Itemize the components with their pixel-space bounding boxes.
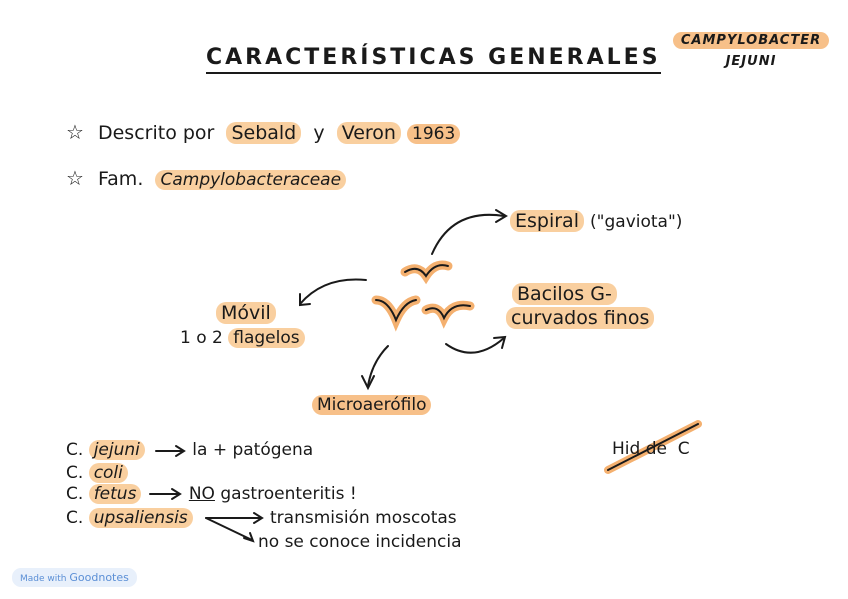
hid-strike: de (646, 439, 667, 459)
flagelos-label: 1 o 2 flagelos (180, 328, 305, 348)
species-note: la + patógena (192, 440, 313, 460)
curvados-term: curvados finos (506, 307, 654, 329)
movil-label: Móvil (216, 302, 276, 324)
micro-label: Microaerófilo (312, 395, 431, 415)
flagelos-count: 1 o 2 (180, 328, 223, 348)
species-row-jejuni: C. jejuni la + patógena (66, 440, 313, 460)
espiral-note: ("gaviota") (590, 212, 682, 232)
goodnotes-brand: Goodnotes (69, 571, 128, 584)
arrow-espiral (432, 215, 504, 254)
species-row-fetus: C. fetus NO gastroenteritis ! (66, 484, 357, 504)
arrow-incidencia (206, 518, 252, 540)
species-row-coli: C. coli (66, 463, 128, 483)
species-note-transmision: transmisión moscotas (270, 508, 457, 528)
arrow-movil (300, 280, 366, 305)
hid-note: Hid de C (612, 439, 690, 459)
espiral-term: Espiral (510, 210, 584, 232)
genus-abbrev: C. (66, 484, 83, 504)
micro-term: Microaerófilo (312, 395, 431, 415)
made-with-label: Made with (20, 574, 67, 584)
species-name: coli (89, 463, 128, 483)
species-name: jejuni (89, 440, 145, 460)
bacilos-label: Bacilos G- curvados finos (512, 282, 654, 330)
species-note: gastroenteritis ! (220, 484, 356, 504)
species-row-upsaliensis: C. upsaliensis (66, 508, 193, 528)
espiral-label: Espiral ("gaviota") (510, 210, 682, 232)
genus-abbrev: C. (66, 463, 83, 483)
species-name: upsaliensis (89, 508, 193, 528)
flagelos-term: flagelos (228, 328, 304, 348)
negation-no: NO (189, 484, 215, 504)
movil-term: Móvil (216, 302, 276, 324)
genus-abbrev: C. (66, 508, 83, 528)
goodnotes-badge: Made with Goodnotes (12, 568, 137, 587)
genus-abbrev: C. (66, 440, 83, 460)
bacilos-term: Bacilos G- (512, 283, 617, 305)
species-note-incidencia: no se conoce incidencia (258, 532, 462, 552)
hid-prefix: Hid (612, 439, 640, 459)
hid-suffix: C (678, 439, 690, 459)
species-name: fetus (89, 484, 142, 504)
arrow-bacilos (446, 338, 504, 353)
